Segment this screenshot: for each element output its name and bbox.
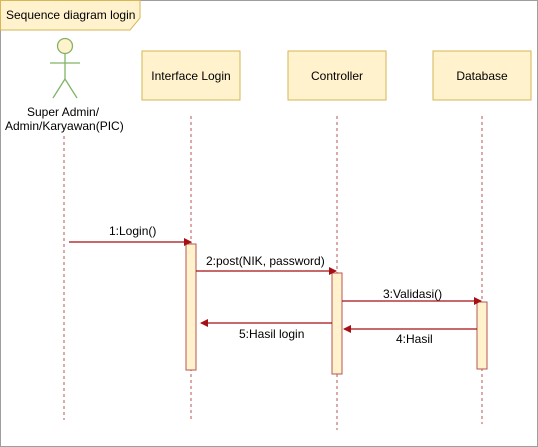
activation-controller (331, 272, 343, 375)
message-label-2: 2:post(NIK, password) (206, 254, 325, 268)
actor-icon (50, 37, 80, 99)
message-label-1: 1:Login() (109, 224, 157, 238)
message-label-3: 3:Validasi() (383, 287, 443, 301)
frame-title-tab (0, 0, 141, 31)
lifeline-label-controller: Controller (310, 68, 364, 83)
lifeline-box-interface-login (141, 50, 241, 101)
message-label-4: 4:Hasil (396, 332, 433, 346)
activation-interface-login (185, 243, 197, 371)
lifeline-box-controller (287, 50, 387, 101)
message-label-5: 5:Hasil login (239, 327, 305, 341)
actor-label-line2: Admin/Karyawan(PIC) (5, 119, 124, 133)
actor-label-line1: Super Admin/ (27, 105, 100, 119)
activation-database (476, 301, 488, 370)
frame-title: Sequence diagram login (6, 8, 136, 22)
lifeline-label-interface-login: Interface Login (151, 68, 231, 83)
lifeline-label-database: Database (456, 68, 508, 83)
lifeline-box-database (432, 50, 532, 101)
